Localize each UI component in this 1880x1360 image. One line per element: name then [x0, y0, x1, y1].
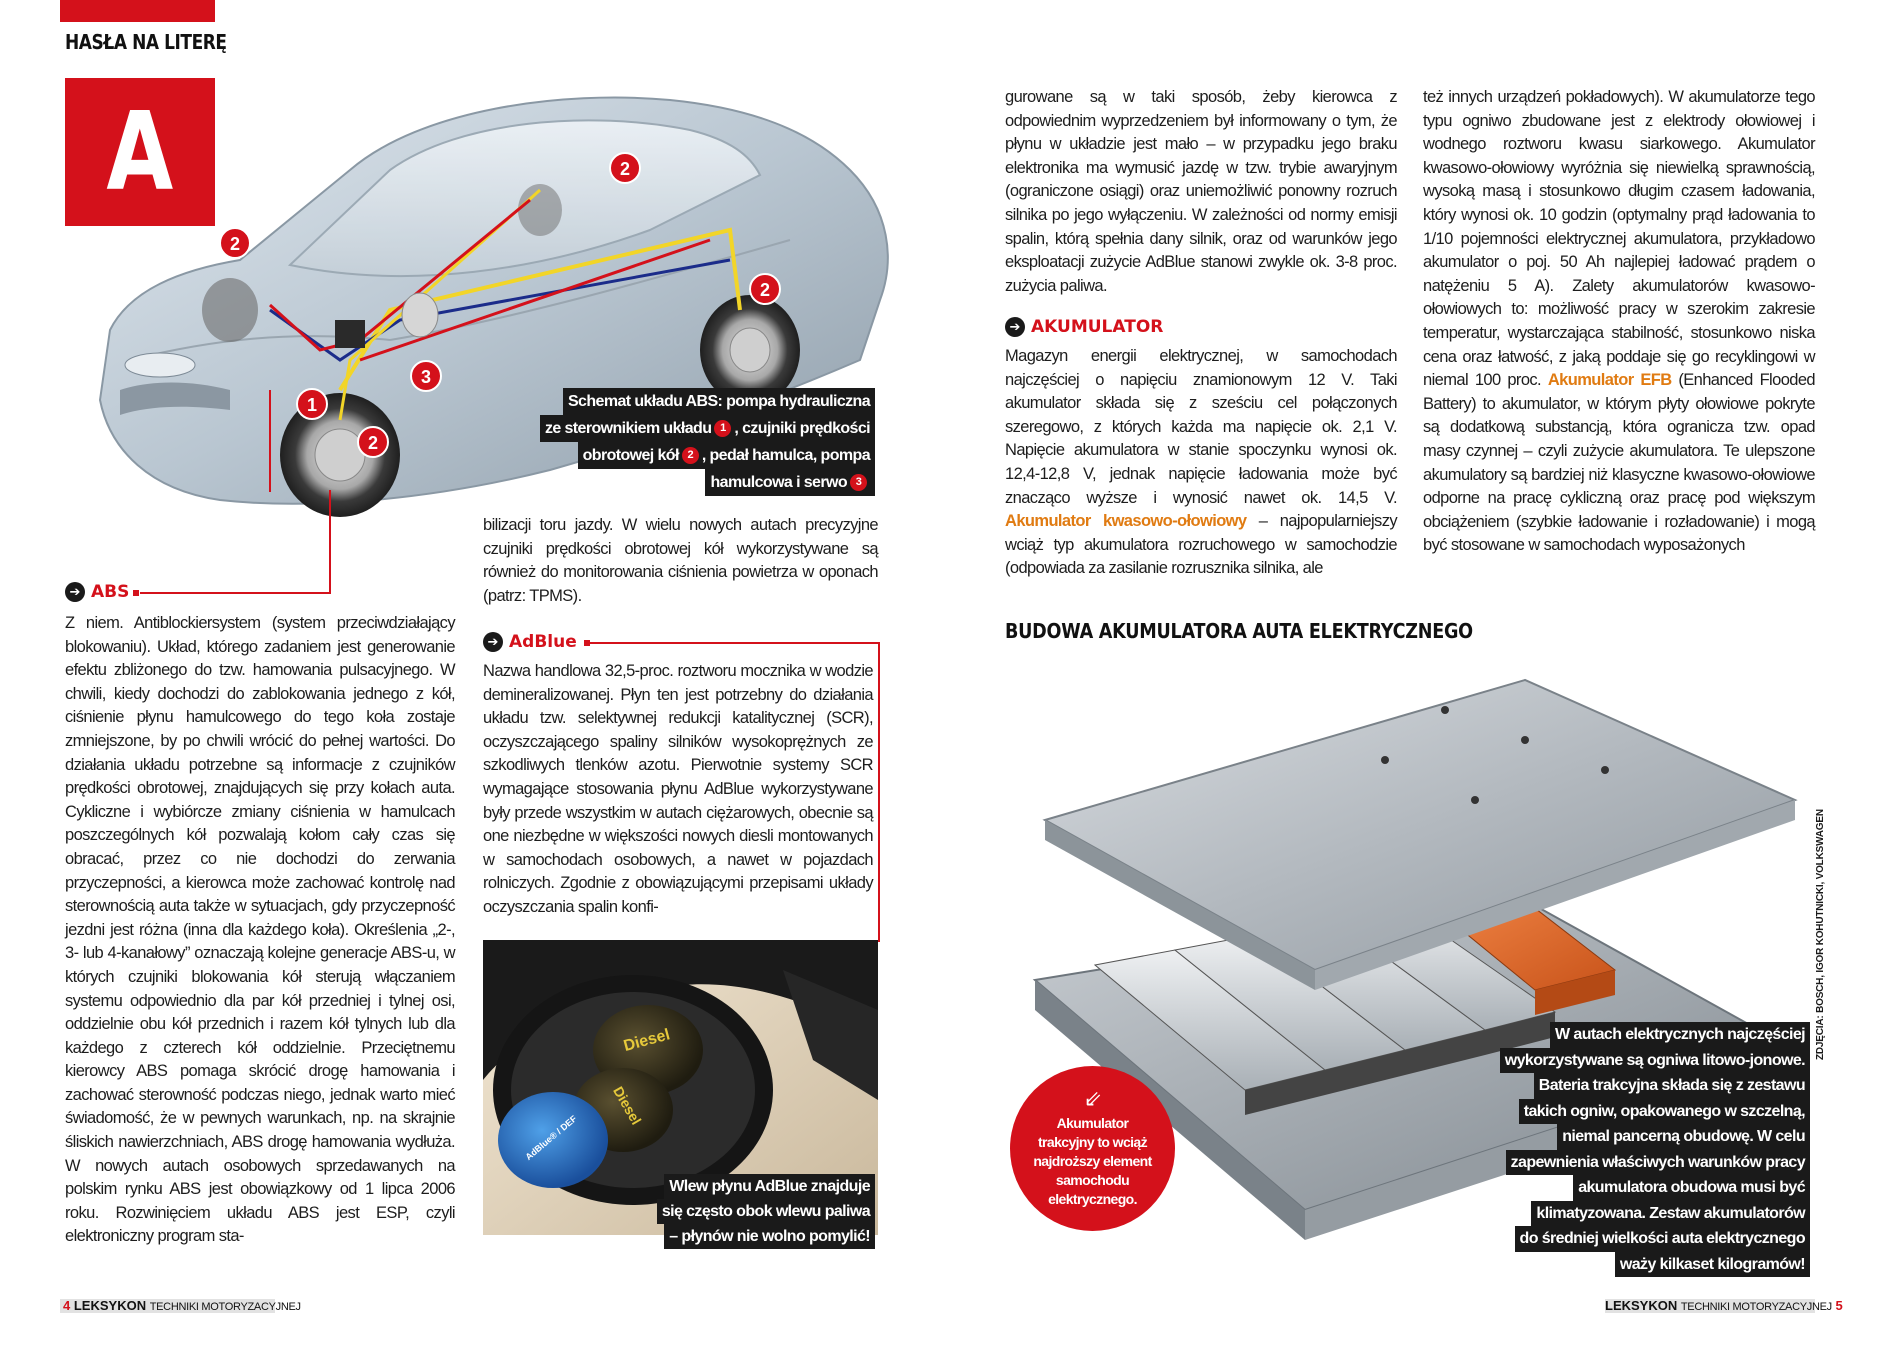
battery-title: BUDOWA AKUMULATORA AUTA ELEKTRYCZNEGO [1005, 619, 1473, 643]
caption-line: Schemat układu ABS: pompa hydrauliczna [562, 388, 875, 415]
akumulator-heading: ➔ AKUMULATOR [1005, 317, 1163, 337]
svg-text:2: 2 [230, 234, 240, 254]
col2-top-text: bilizacji toru jazdy. W wielu nowych aut… [483, 516, 879, 605]
section-letter: A [106, 89, 174, 215]
battery-callout-circle: ⇙ Akumulator trakcyjny to wciąż najdrożs… [1010, 1066, 1175, 1231]
page-number: 5 [1835, 1298, 1843, 1313]
arrow-right-icon: ➔ [1005, 317, 1025, 337]
arrow-right-icon: ➔ [65, 582, 85, 602]
adblue-connector-line [590, 642, 880, 644]
footer-bar-right [1605, 1299, 1815, 1313]
marker-1: 1 [296, 388, 328, 420]
adblue-photo-caption: Wlew płynu AdBlue znajduje się często ob… [656, 1174, 875, 1249]
svg-text:1: 1 [307, 395, 317, 415]
arrow-right-icon: ➔ [483, 632, 503, 652]
marker-3: 3 [410, 360, 442, 392]
footer-bar-left [60, 1299, 275, 1313]
svg-text:2: 2 [620, 159, 630, 179]
abs-connector-dot [133, 590, 139, 596]
abs-body: Z niem. Antiblockiersystem (system przec… [65, 614, 456, 1246]
adblue-connector-vertical [878, 642, 880, 942]
svg-text:2: 2 [760, 280, 770, 300]
marker-2c: 2 [749, 273, 781, 305]
page-number: 4 [63, 1298, 71, 1313]
marker-2d: 2 [357, 426, 389, 458]
abs-connector-line [140, 592, 330, 594]
col3-top-text: gurowane są w taki sposób, żeby kierowca… [1005, 88, 1398, 295]
adblue-heading: ➔ AdBlue [483, 632, 577, 652]
abs-connector-vertical [329, 490, 331, 594]
svg-text:3: 3 [421, 367, 431, 387]
svg-text:2: 2 [368, 433, 378, 453]
footer-right: LEKSYKON TECHNIKI MOTORYZACYJNEJ 5 [1605, 1298, 1843, 1313]
marker-2b: 2 [609, 152, 641, 184]
top-red-bar [60, 0, 215, 22]
akumulator-body: Magazyn energii elektrycznej, w samochod… [1005, 347, 1398, 578]
marker-2a: 2 [219, 227, 251, 259]
footer-left: 4 LEKSYKON TECHNIKI MOTORYZACYJNEJ [63, 1298, 301, 1313]
letter-box: A [65, 78, 215, 226]
adblue-connector-dot [584, 640, 590, 646]
abs-schematic-caption: Schemat układu ABS: pompa hydrauliczna z… [539, 388, 875, 496]
section-label: HASŁA NA LITERĘ [65, 30, 227, 54]
battery-caption: W autach elektrycznych najczęściej wykor… [1499, 1022, 1810, 1277]
adblue-body: Nazwa handlowa 32,5-proc. roztworu moczn… [483, 662, 874, 916]
arrow-down-left-icon: ⇙ [1083, 1086, 1102, 1111]
photo-credit: ZDJĘCIA: BOSCH, IGOR KOHUTNICKI, VOLKSWA… [1815, 809, 1826, 1060]
abs-heading: ➔ ABS [65, 582, 129, 602]
col4-text: też innych urządzeń pokładowych). W akum… [1423, 88, 1816, 555]
